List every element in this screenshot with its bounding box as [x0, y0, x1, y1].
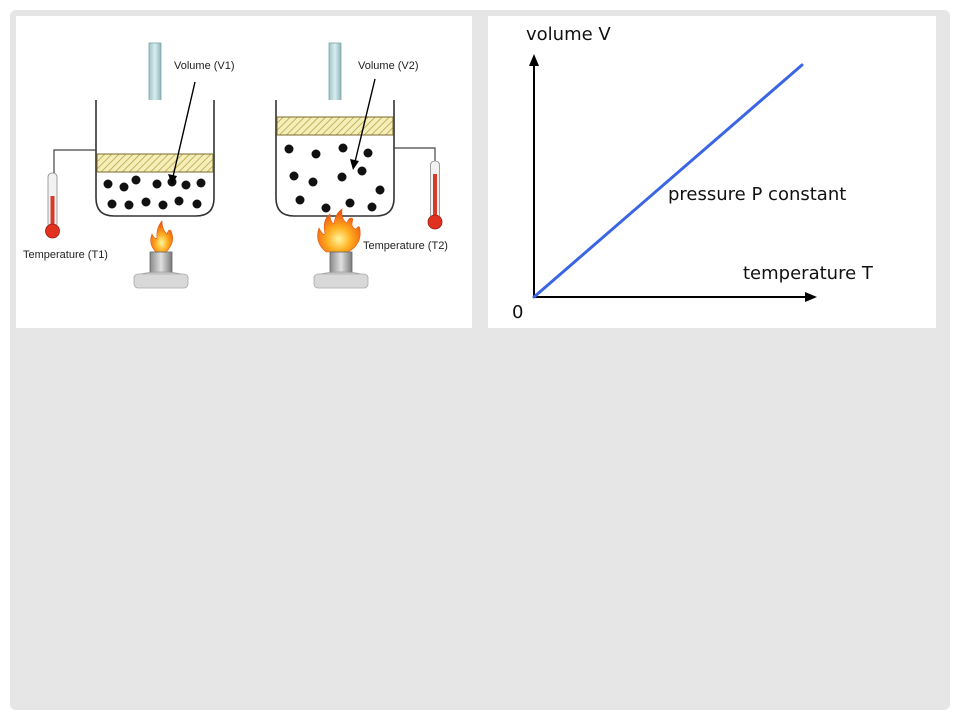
- constant-pressure-line: [532, 63, 804, 299]
- left-volume-arrowhead: [168, 174, 177, 185]
- left-flame: [150, 220, 173, 253]
- right-volume-arrow: [353, 78, 376, 167]
- apparatus-panel: Volume (V1) Temperature (T1): [16, 16, 472, 328]
- right-temperature-label: Temperature (T2): [363, 240, 448, 252]
- y-axis-arrowhead: [529, 54, 539, 66]
- right-thermometer-wire: [394, 147, 436, 164]
- right-flame: [317, 208, 361, 253]
- right-apparatus: Volume (V2) Temperature (T2): [275, 42, 448, 289]
- apparatus-diagram: Volume (V1) Temperature (T1): [23, 42, 448, 289]
- right-burner-tube: [329, 251, 353, 275]
- right-burner-stand: [313, 273, 369, 289]
- right-thermometer-bulb: [427, 214, 443, 230]
- origin-label: 0: [512, 302, 523, 323]
- right-volume-arrowhead: [350, 159, 359, 170]
- right-gas-particles: [284, 143, 385, 213]
- left-thermometer-mercury: [50, 196, 55, 228]
- y-axis-label: volume V: [526, 24, 611, 45]
- left-piston: [96, 153, 214, 173]
- right-thermometer-mercury: [433, 174, 437, 219]
- left-thermometer-wire: [53, 149, 96, 176]
- x-axis-label: temperature T: [743, 263, 874, 284]
- left-volume-arrow: [171, 81, 196, 182]
- left-burner-stand: [133, 273, 189, 289]
- left-thermometer-bulb: [45, 223, 60, 239]
- left-gas-particles: [103, 175, 206, 210]
- graph-panel: volume V temperature T 0 pressure P cons…: [488, 16, 936, 328]
- left-temperature-label: Temperature (T1): [23, 249, 108, 261]
- left-apparatus: Volume (V1) Temperature (T1): [23, 42, 235, 289]
- volume-temperature-graph: volume V temperature T 0 pressure P cons…: [512, 24, 874, 323]
- left-burner-tube: [149, 251, 173, 275]
- x-axis-arrowhead: [805, 292, 817, 302]
- right-volume-label: Volume (V2): [358, 60, 419, 72]
- left-volume-label: Volume (V1): [174, 60, 235, 72]
- line-label: pressure P constant: [668, 184, 846, 205]
- right-piston: [276, 116, 394, 136]
